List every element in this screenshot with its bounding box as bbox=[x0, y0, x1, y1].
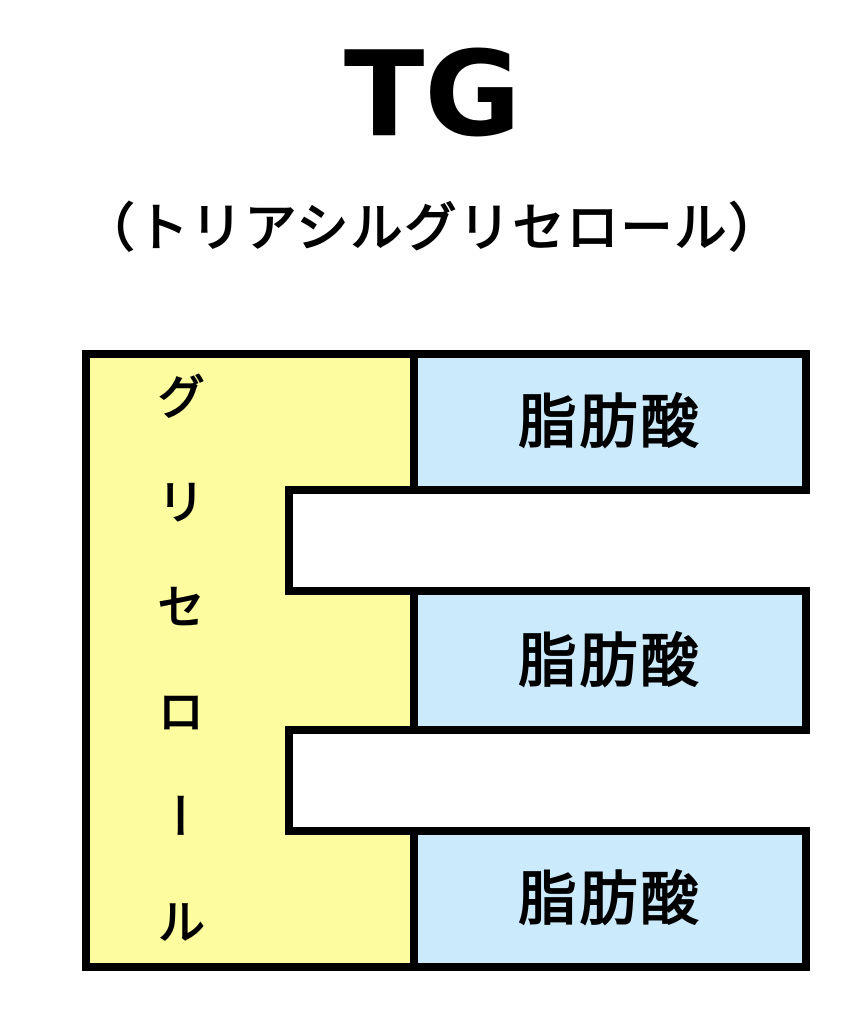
fatty-acid-box-3 bbox=[410, 827, 810, 971]
fatty-acid-box-2 bbox=[410, 587, 810, 734]
fatty-acid-cell-3: 脂肪酸 bbox=[414, 831, 806, 967]
fatty-acid-cell-2: 脂肪酸 bbox=[414, 591, 806, 730]
glycerol-label: グリセロール bbox=[148, 372, 204, 1002]
page-title: TG bbox=[343, 25, 522, 163]
page-subtitle: （トリアシルグリセロール） bbox=[82, 199, 783, 259]
fatty-acid-cell-1: 脂肪酸 bbox=[414, 354, 806, 490]
fatty-acid-label-3: 脂肪酸 bbox=[518, 865, 702, 933]
fatty-acid-box-1 bbox=[410, 350, 810, 494]
fatty-acid-label-2: 脂肪酸 bbox=[518, 626, 702, 695]
glycerol-shape bbox=[82, 350, 418, 971]
fatty-acid-label-1: 脂肪酸 bbox=[518, 388, 702, 456]
